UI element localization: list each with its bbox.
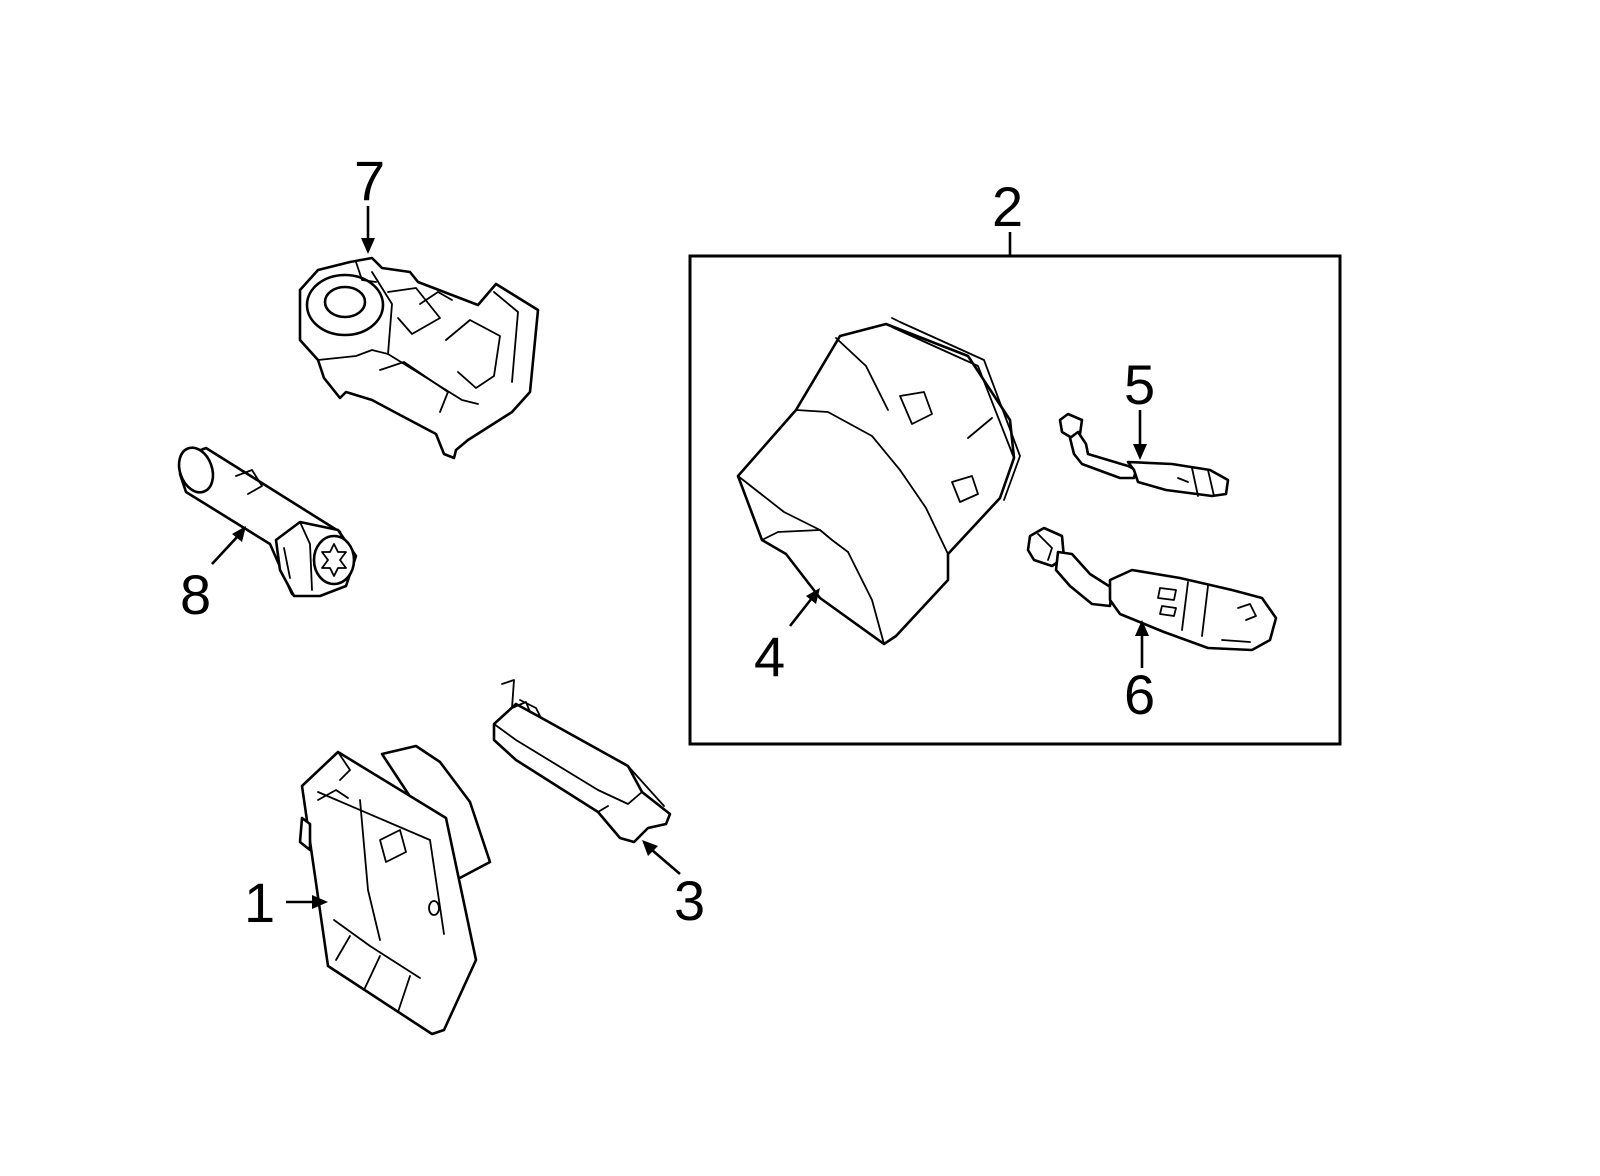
callout-1[interactable]: 1 — [244, 871, 275, 934]
part-8-lock-cylinder[interactable] — [173, 443, 358, 598]
leader-8 — [211, 526, 246, 565]
leader-1 — [286, 895, 328, 909]
callout-6[interactable]: 6 — [1124, 663, 1155, 726]
part-7-lock-housing[interactable] — [298, 256, 540, 460]
part-3-bracket[interactable] — [492, 679, 672, 844]
leader-4 — [788, 588, 820, 627]
callout-8[interactable]: 8 — [180, 563, 211, 626]
part-4-column-cover[interactable] — [736, 317, 1021, 646]
callout-7[interactable]: 7 — [354, 149, 385, 212]
part-5-wiper-switch[interactable] — [1058, 412, 1230, 498]
callout-4[interactable]: 4 — [754, 625, 785, 688]
leader-3 — [642, 840, 681, 875]
part-6-turn-signal-switch[interactable] — [1026, 526, 1278, 652]
callout-3[interactable]: 3 — [674, 869, 705, 932]
callout-5[interactable]: 5 — [1124, 353, 1155, 416]
leader-7 — [361, 206, 375, 254]
part-1-shroud[interactable] — [298, 744, 492, 1036]
leader-6 — [1135, 620, 1149, 668]
leader-5 — [1133, 410, 1147, 460]
kit-group-box — [688, 232, 1342, 746]
callout-2[interactable]: 2 — [992, 175, 1023, 238]
